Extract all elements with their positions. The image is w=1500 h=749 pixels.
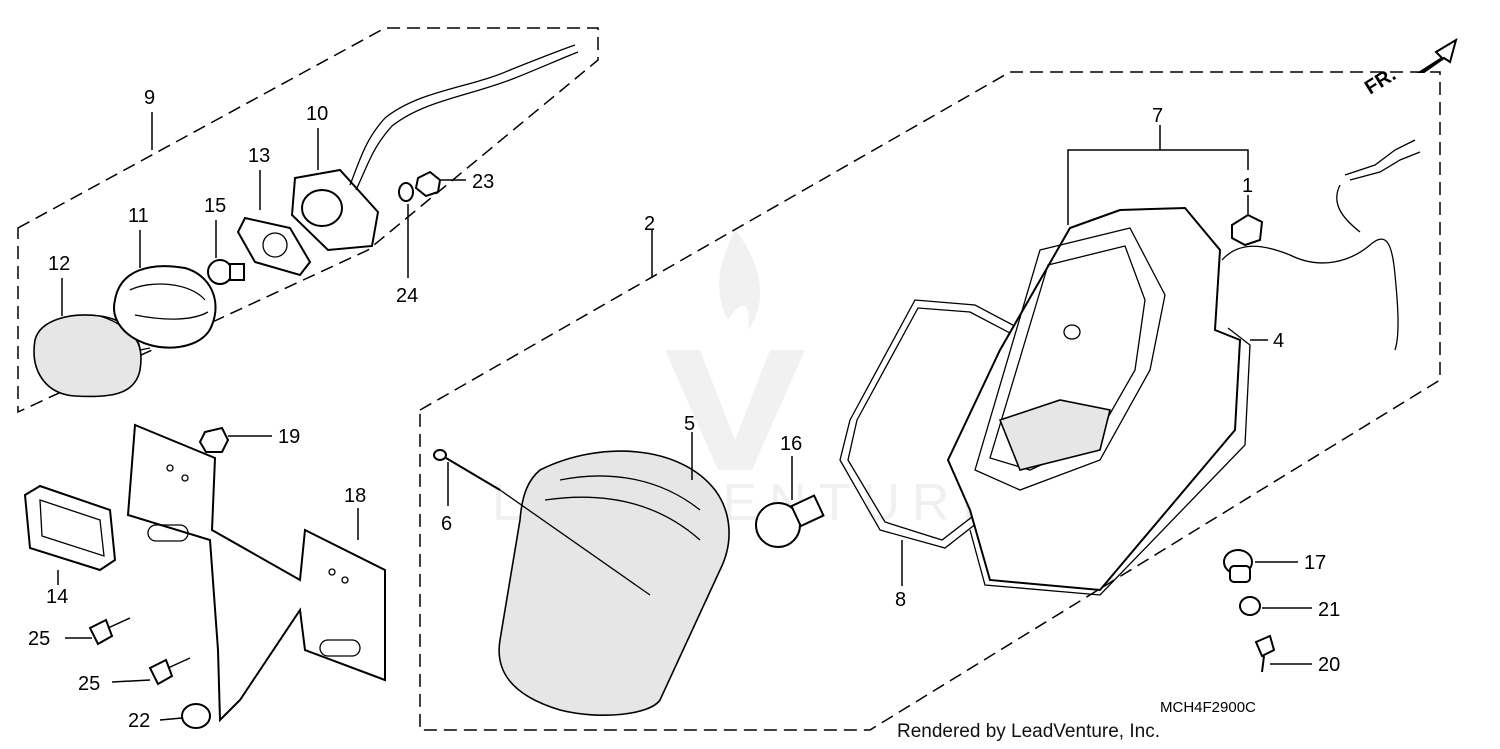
- callout-18: 18: [344, 485, 366, 507]
- callout-12: 12: [48, 253, 70, 275]
- part-1-nut: [1231, 213, 1264, 247]
- front-direction-label: FR.: [1361, 64, 1400, 100]
- callout-1: 1: [1242, 175, 1253, 197]
- part-23-nut: [414, 170, 442, 198]
- callout-6: 6: [441, 513, 452, 535]
- part-25-bolt-lower: [148, 657, 191, 686]
- callout-16: 16: [780, 433, 802, 455]
- callout-14: 14: [46, 586, 68, 608]
- callout-labels: 9 10 13 15 11 12 23 24 19 18 14 25 25 22…: [28, 87, 1340, 732]
- callout-23: 23: [472, 171, 494, 193]
- part-12-license-lens: [33, 314, 151, 398]
- callout-19: 19: [278, 426, 300, 448]
- part-7-taillight-base: [946, 206, 1242, 592]
- callout-8: 8: [895, 589, 906, 611]
- part-5-taillight-lens: [498, 450, 730, 716]
- callout-leaders: [57, 112, 1312, 721]
- part-21-collar: [1239, 596, 1261, 616]
- callout-25-upper: 25: [28, 628, 50, 650]
- part-4-outer-gasket: [969, 327, 1251, 596]
- part-18-license-bracket: [126, 423, 386, 723]
- callout-9: 9: [144, 87, 155, 109]
- callout-2: 2: [644, 213, 655, 235]
- diagram-code: MCH4F2900C: [1160, 699, 1256, 716]
- callout-7: 7: [1152, 105, 1163, 127]
- part-7-wire-harness: [1221, 139, 1421, 351]
- callout-22: 22: [128, 710, 150, 732]
- callout-11: 11: [128, 205, 149, 227]
- part-14-reflector: [23, 484, 117, 572]
- part-24-washer: [398, 182, 414, 202]
- part-20-bolt: [1254, 634, 1276, 673]
- part-11-lens-cover: [113, 265, 217, 349]
- part-22-cap-nut: [181, 703, 211, 729]
- group-box-9: [17, 27, 599, 414]
- part-13-gasket: [236, 216, 312, 277]
- callout-20: 20: [1318, 654, 1340, 676]
- part-15-bulb: [207, 259, 245, 285]
- part-19-grommet: [198, 426, 230, 453]
- callout-13: 13: [248, 145, 270, 167]
- part-6-screw: [433, 449, 651, 596]
- part-25-bolt-upper: [88, 617, 131, 646]
- callout-17: 17: [1304, 552, 1326, 574]
- callout-24: 24: [396, 285, 418, 307]
- callout-15: 15: [204, 195, 226, 217]
- part-17-grommet: [1223, 549, 1253, 583]
- callout-5: 5: [684, 413, 695, 435]
- front-direction-arrow: FR.: [1361, 37, 1458, 100]
- callout-4: 4: [1273, 330, 1284, 352]
- callout-21: 21: [1318, 599, 1340, 621]
- part-10-socket-housing: [290, 44, 579, 252]
- render-credit: Rendered by LeadVenture, Inc.: [896, 721, 1160, 742]
- callout-10: 10: [306, 103, 328, 125]
- callout-25-lower: 25: [78, 673, 100, 695]
- part-16-bulb: [755, 494, 825, 548]
